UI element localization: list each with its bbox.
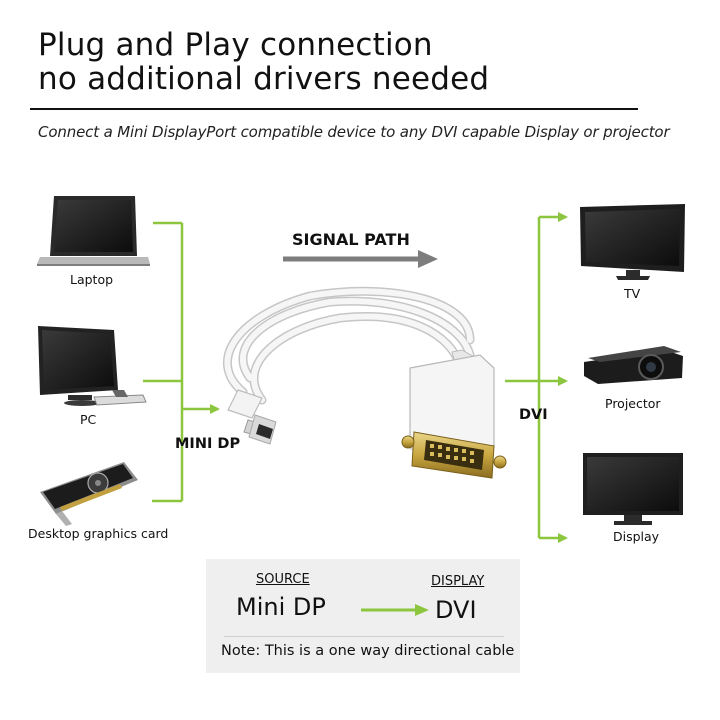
dvi-label: DVI xyxy=(519,407,548,423)
display-value: DVI xyxy=(435,596,477,624)
title-line-2: no additional drivers needed xyxy=(38,61,490,97)
title-divider xyxy=(30,108,638,110)
output-connector-lines xyxy=(505,212,568,543)
source-connector-lines xyxy=(143,221,220,503)
graphics-card-icon xyxy=(40,462,138,526)
mini-dp-to-dvi-cable xyxy=(222,286,475,405)
panel-divider xyxy=(224,636,504,637)
tv-label: TV xyxy=(623,286,641,301)
mini-dp-label: MINI DP xyxy=(175,436,240,452)
arrow-right-icon xyxy=(361,604,429,616)
subtitle: Connect a Mini DisplayPort compatible de… xyxy=(38,123,670,141)
projector-label: Projector xyxy=(605,396,661,411)
desktop-pc-icon xyxy=(38,326,147,406)
graphics-card-label: Desktop graphics card xyxy=(28,526,168,541)
laptop-label: Laptop xyxy=(70,272,113,287)
signal-path-label: SIGNAL PATH xyxy=(292,230,410,249)
signal-path-arrow: SIGNAL PATH xyxy=(283,230,438,268)
source-value: Mini DP xyxy=(236,593,326,621)
direction-note: Note: This is a one way directional cabl… xyxy=(221,643,515,659)
pc-label: PC xyxy=(80,412,97,427)
projector-icon xyxy=(584,346,683,384)
source-heading: SOURCE xyxy=(256,572,310,587)
display-heading: DISPLAY xyxy=(431,574,485,589)
mini-dp-plug-icon xyxy=(227,389,277,445)
dvi-plug-icon xyxy=(401,349,507,479)
monitor-icon xyxy=(583,453,683,525)
laptop-icon xyxy=(37,196,150,266)
page-title: Plug and Play connection no additional d… xyxy=(38,28,489,96)
source-display-panel: SOURCE Mini DP DISPLAY DVI Note: This is… xyxy=(206,559,520,673)
tv-icon xyxy=(580,204,685,280)
title-line-1: Plug and Play connection xyxy=(38,27,433,63)
display-label: Display xyxy=(613,529,660,544)
